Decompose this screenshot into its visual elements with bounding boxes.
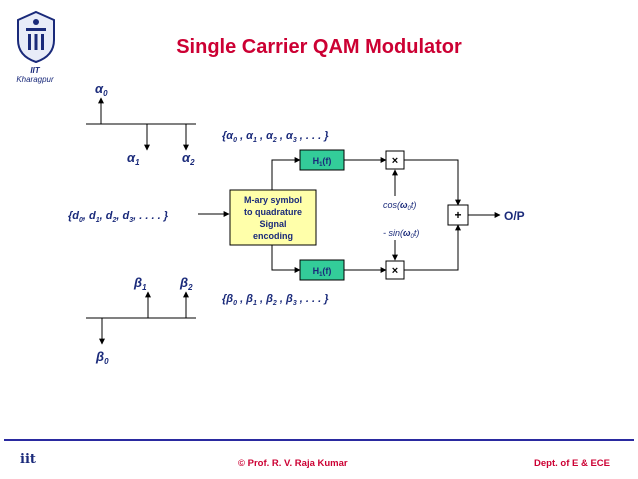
alpha-impulse-train [86, 97, 196, 151]
mapper-line1: M-ary symbol [244, 195, 302, 205]
alpha0-label: α0 [95, 81, 108, 98]
footer-copyright: © Prof. R. V. Raja Kumar [238, 458, 348, 469]
logo-text: IIT Kharagpur [10, 66, 60, 84]
summer-symbol: + [454, 208, 461, 222]
mapper-block [229, 189, 317, 246]
multiplier-top-symbol: × [392, 155, 398, 167]
beta2-label: β2 [179, 275, 193, 292]
output-label: O/P [504, 209, 525, 223]
beta0-label: β0 [95, 349, 109, 366]
alpha1-label: α1 [127, 150, 140, 167]
qam-modulator-diagram: α0 α1 α2 β1 β2 β0 {d0, d1, d2, d3, . . .… [68, 81, 525, 366]
beta-impulse-train [86, 291, 196, 345]
input-sequence-label: {d0, d1, d2, d3, . . . . } [68, 210, 169, 224]
filter-connections [344, 157, 387, 273]
beta-sequence-label: {β0 , β1 , β2 , β3 , . . . } [222, 293, 329, 307]
sin-carrier-label: - sin(ω0t) [383, 228, 419, 240]
mapper-line3: Signal [259, 219, 286, 229]
logo-line-kharagpur: Kharagpur [16, 75, 54, 84]
cos-carrier-label: cos(ω0t) [383, 200, 416, 212]
mapper-line4: encoding [253, 231, 293, 241]
mapper-connections [271, 157, 301, 273]
logo-line-iit: IIT [30, 66, 40, 75]
multiplier-bottom-symbol: × [392, 265, 398, 277]
alpha-sequence-label: {α0 , α1 , α2 , α3 , . . . } [222, 130, 329, 144]
summer-connections [404, 159, 501, 271]
beta1-label: β1 [133, 275, 147, 292]
filter-bottom-label: H1(f) [313, 266, 332, 278]
iit-logo-icon [17, 10, 55, 64]
footer-department: Dept. of E & ECE [534, 458, 611, 469]
slide-title: Single Carrier QAM Modulator [176, 36, 462, 58]
filter-top-label: H1(f) [313, 156, 332, 168]
footer-logo-icon: iit [20, 452, 36, 467]
alpha2-label: α2 [182, 150, 195, 167]
summer-block [447, 204, 469, 226]
mapper-line2: to quadrature [244, 207, 302, 217]
footer-divider [4, 439, 634, 441]
